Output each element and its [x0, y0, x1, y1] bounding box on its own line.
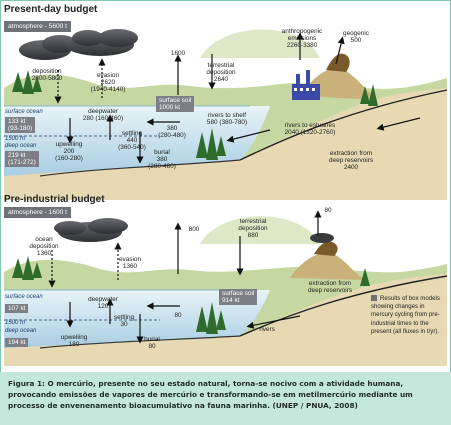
surface-ocean-label: surface ocean [5, 109, 43, 115]
flux-label: evasion 1360 [118, 256, 142, 270]
cloud [98, 29, 138, 47]
flux-label: burial 80 [144, 336, 160, 350]
flux-label: 1600 [170, 50, 186, 57]
flux-label: rivers [259, 326, 275, 333]
cloud [88, 218, 128, 234]
flux-label: rivers to shelf 580 (380-780) [206, 112, 248, 126]
seafloor [39, 335, 241, 349]
flux-label: extraction from deep reservoirs [307, 280, 353, 294]
panel-title: Pre-industrial budget [4, 194, 105, 205]
side-note-text: Results of box models showing changes in… [371, 295, 440, 335]
trees [12, 256, 370, 334]
flux-label: rivers to estuaries 2040 (1320-2760) [284, 122, 336, 136]
legend-square-icon [371, 295, 377, 301]
cloud [72, 30, 104, 46]
volcano [290, 252, 366, 280]
flux-label: terrestrial deposition 2640 [206, 62, 236, 83]
flux-label: extraction from deep reservoirs 2400 [328, 150, 374, 171]
deep-ocean-box: 194 kt [5, 338, 29, 347]
deep-ocean-label: deep ocean [5, 328, 37, 334]
coastline [239, 275, 448, 337]
panel-title: Present-day budget [4, 4, 98, 15]
sediment [4, 88, 447, 200]
side-note: Results of box models showing changes in… [371, 295, 447, 336]
flux-label: evasion 2620 (1940-4140) [90, 72, 126, 93]
trees [12, 70, 378, 160]
volcano-top [326, 53, 350, 72]
flux-label: deepwater 280 (160-460) [82, 108, 124, 122]
flux-label: burial 380 (280-480) [148, 149, 176, 170]
flux-label: ocean deposition 1360 [29, 236, 59, 257]
flux-label: geogenic 500 [343, 30, 369, 44]
flux-label: 80 [174, 312, 182, 319]
deep-ocean-label: deep ocean [5, 143, 37, 149]
present-day-panel [4, 18, 448, 200]
flux-label: upwelling 180 [60, 334, 88, 348]
surface-ocean-box: 107 kt [5, 304, 29, 313]
factory [292, 70, 320, 100]
flux-label: 380 (280-480) [158, 125, 186, 139]
cloud [54, 221, 86, 235]
volcanic-plume [310, 233, 334, 243]
flux-label: settling 30 [113, 314, 135, 328]
surface-ocean-label: surface ocean [5, 294, 43, 300]
coastline [239, 89, 448, 161]
flux-label: 80 [324, 207, 332, 214]
surface-ocean-box: 133 kt (93-180) [5, 117, 36, 133]
flux-label: upwelling 200 (160-280) [55, 141, 83, 162]
seafloor [39, 159, 241, 177]
atmosphere-box: atmosphere - 1600 t [4, 207, 72, 218]
flux-arrows [54, 32, 421, 164]
flux-label: terrestrial deposition 880 [238, 218, 268, 239]
flux-label: 800 [188, 226, 200, 233]
surface-soil-box: surface soil 1000 kt [156, 96, 195, 112]
figure-caption: Figura 1: O mercúrio, presente no seu es… [0, 372, 451, 425]
flux-label: deposition 2800-5800 [31, 68, 63, 82]
flux-arrows [48, 210, 322, 344]
flux-label: anthropogenic emissions 2260-3380 [281, 28, 323, 49]
volcano-top [314, 241, 338, 256]
surface-soil-box: surface soil 914 kt [219, 289, 258, 305]
deep-ocean-box: 219 kt (171-272) [5, 151, 39, 167]
caption-text: Figura 1: O mercúrio, presente no seu es… [8, 379, 413, 410]
flux-label: settling 440 (360-540) [118, 130, 146, 151]
pre-industrial-panel [4, 204, 448, 368]
depth-label: 1500 m [5, 320, 26, 326]
depth-label: 1500 m [5, 136, 26, 142]
distant-hill [200, 216, 320, 244]
distant-hill [200, 29, 320, 58]
atmosphere-box: atmosphere - 5600 t [4, 21, 72, 32]
flux-label: deepwater 120 [88, 296, 118, 310]
